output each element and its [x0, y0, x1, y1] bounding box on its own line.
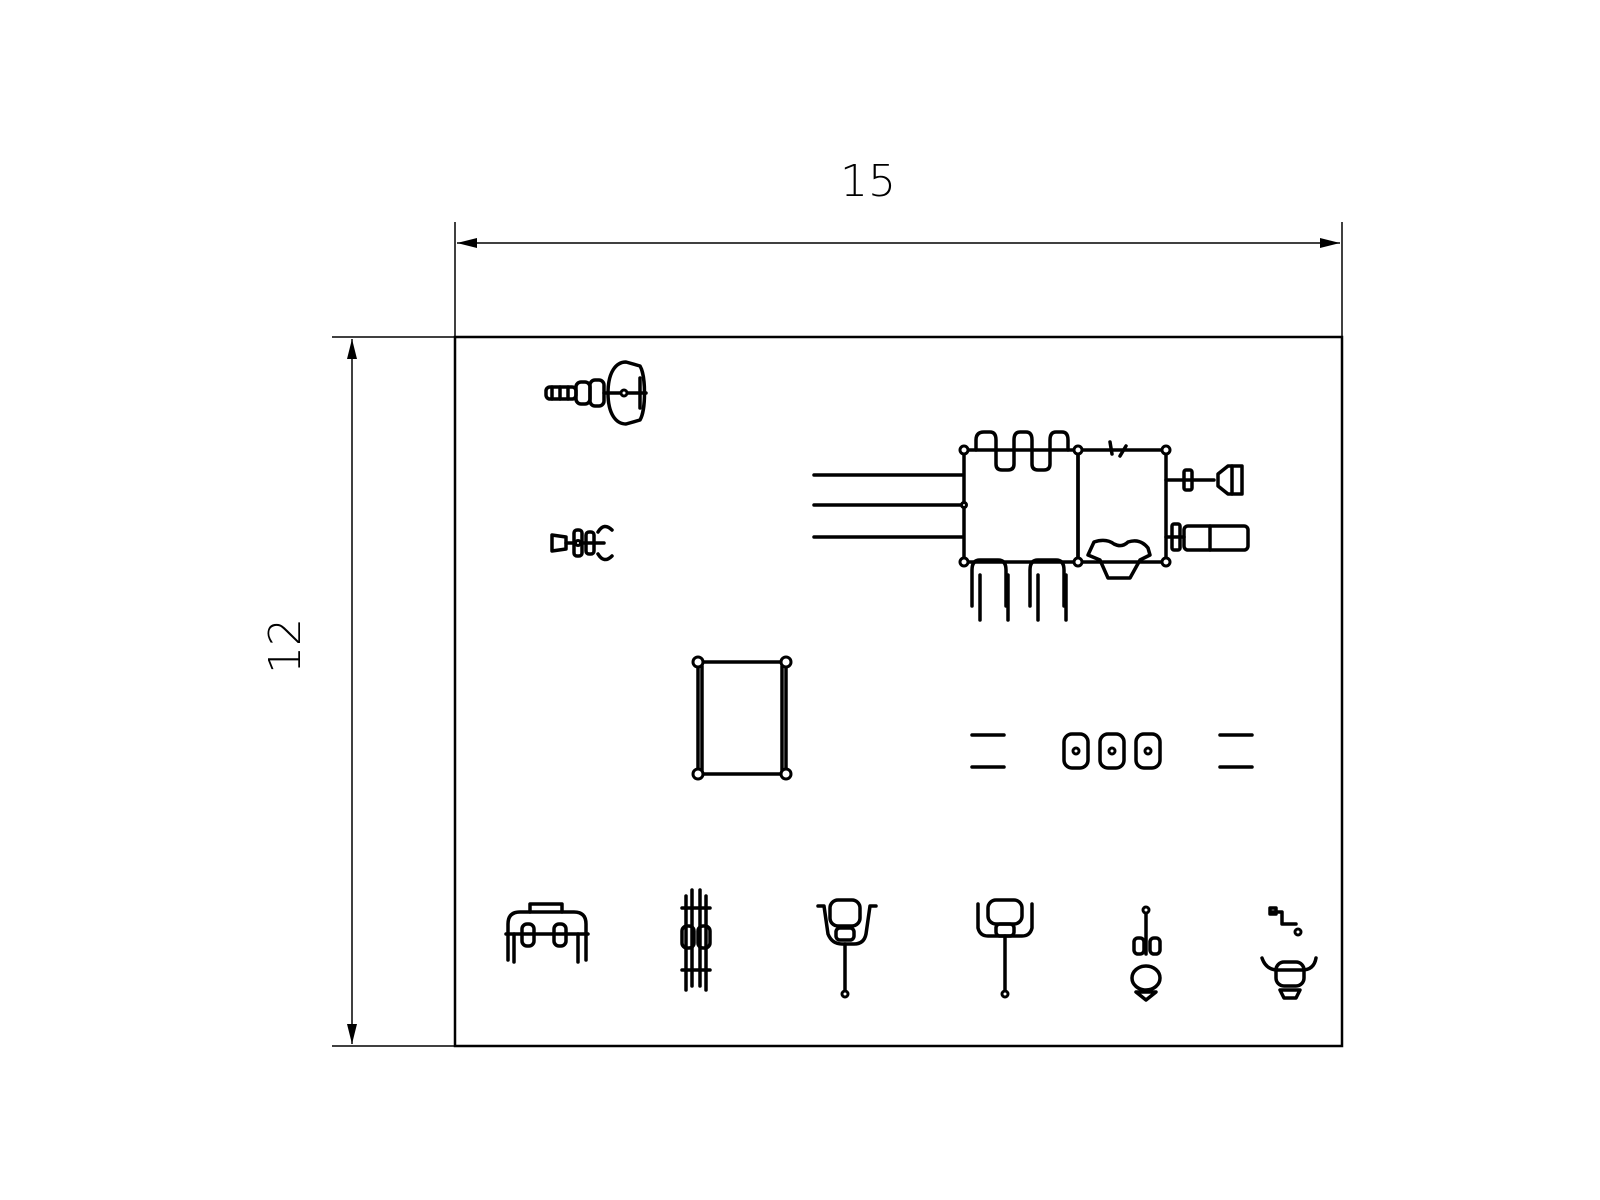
stepping-stones — [1062, 732, 1162, 770]
bench-left — [970, 733, 1006, 769]
equipment-bottom-4 — [976, 898, 1034, 999]
sandbox-frame — [691, 655, 793, 781]
bench-right — [1218, 733, 1254, 769]
width-dimension-label: 15 — [840, 156, 896, 207]
width-dimension: 15 — [454, 156, 1343, 337]
play-structure-complex — [812, 430, 1250, 622]
height-dimension: 12 — [260, 336, 455, 1047]
equipment-bottom-2 — [680, 888, 712, 992]
site-boundary — [453, 335, 1344, 1048]
equipment-bottom-3 — [816, 898, 878, 999]
equipment-top-left-1 — [544, 360, 648, 426]
equipment-bottom-1 — [504, 902, 590, 964]
height-dimension-label: 12 — [260, 618, 311, 674]
equipment-bottom-6 — [1260, 906, 1318, 1000]
equipment-bottom-5 — [1130, 905, 1162, 1002]
equipment-top-left-2 — [550, 524, 614, 562]
